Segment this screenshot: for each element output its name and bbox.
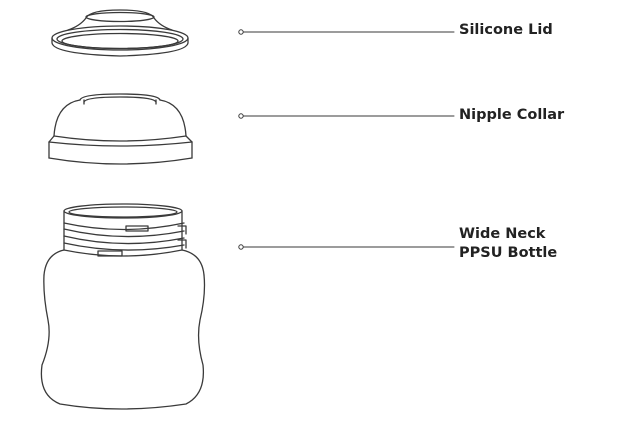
label-wide-neck-bottle: Wide Neck PPSU Bottle [459,225,557,263]
label-nipple-collar-line-1: Nipple Collar [459,107,565,123]
leader-dot-lid [238,29,244,35]
label-wide-neck-bottle-line-2: PPSU Bottle [459,245,558,261]
ppsu-bottle-illustration [40,203,206,410]
label-nipple-collar: Nipple Collar [459,106,564,125]
label-silicone-lid: Silicone Lid [459,21,553,40]
leader-dot-collar [238,113,244,119]
nipple-collar-illustration [48,93,193,165]
label-silicone-lid-line-1: Silicone Lid [459,22,553,38]
silicone-lid-illustration [51,9,189,57]
leader-lines [238,29,455,250]
leader-dot-bottle [238,244,244,250]
label-wide-neck-bottle-line-1: Wide Neck [459,226,546,242]
